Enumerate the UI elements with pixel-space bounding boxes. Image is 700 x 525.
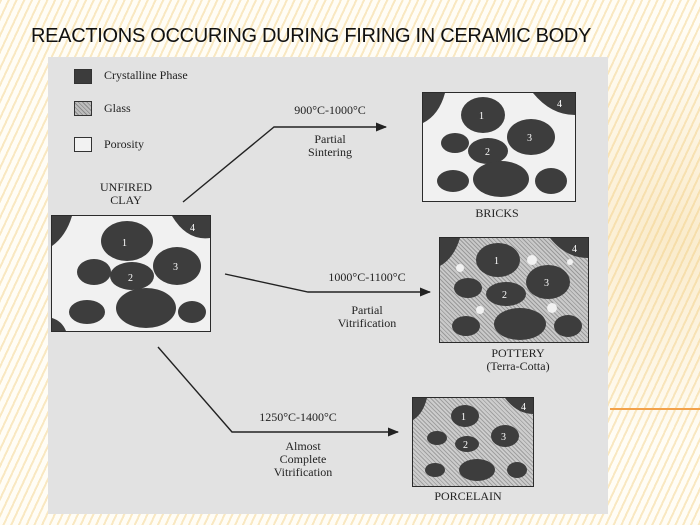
background-glow (600, 0, 700, 525)
grain-number: 3 (501, 432, 506, 443)
pottery-label-line1: POTTERY (491, 346, 545, 360)
porcelain-process-line2: Complete (279, 452, 327, 466)
ceramic-firing-diagram: Crystalline Phase Glass Porosity UNFIRED… (48, 57, 608, 514)
bricks-label: BRICKS (475, 206, 519, 220)
legend-porosity-label: Porosity (104, 137, 145, 151)
grain-number: 3 (527, 133, 532, 144)
porcelain-label: PORCELAIN (434, 489, 502, 503)
grain-number: 1 (122, 238, 127, 249)
process-arrows (157, 122, 432, 437)
porcelain-temperature: 1250°C-1400°C (259, 410, 337, 424)
bricks-process-line2: Sintering (308, 145, 352, 159)
grain-number: 3 (544, 278, 549, 289)
crystalline-swatch (74, 69, 92, 84)
unfired-label-line1: UNFIRED (99, 180, 152, 194)
glass-swatch (74, 101, 92, 116)
unfired-label-line2: CLAY (110, 193, 142, 207)
pottery-temperature: 1000°C-1100°C (328, 270, 406, 284)
grain-number: 1 (494, 256, 499, 267)
porcelain-process-line1: Almost (285, 439, 321, 453)
grain-number: 2 (128, 273, 133, 284)
grain-number: 4 (572, 244, 577, 255)
slide-title: REACTIONS OCCURING DURING FIRING IN CERA… (31, 25, 592, 47)
decorative-rule (610, 408, 700, 410)
bricks-temperature: 900°C-1000°C (294, 103, 366, 117)
grain-number: 2 (485, 147, 490, 158)
grain-number: 2 (502, 290, 507, 301)
porosity-swatch (74, 137, 92, 152)
grain-number: 4 (557, 99, 562, 110)
pottery-label-line2: (Terra-Cotta) (486, 359, 550, 373)
arrow-to-porcelain (157, 346, 400, 437)
bricks-process-line1: Partial (314, 132, 346, 146)
grain-number: 1 (479, 111, 484, 122)
legend-glass-label: Glass (104, 101, 131, 115)
grain-number: 4 (190, 223, 195, 234)
pottery-process-line1: Partial (351, 303, 383, 317)
pottery-process-line2: Vitrification (337, 316, 397, 330)
grain-number: 1 (461, 412, 466, 423)
grain-number: 3 (173, 262, 178, 273)
bricks-micrograph: 1 2 3 4 (422, 92, 576, 202)
porcelain-process-line3: Vitrification (273, 465, 333, 479)
legend-crystalline-label: Crystalline Phase (104, 68, 188, 82)
unfired-clay-micrograph: 1 2 3 4 (51, 215, 211, 332)
grain-number: 2 (463, 440, 468, 451)
pottery-micrograph: 1 2 3 4 (439, 237, 589, 343)
grain-number: 4 (521, 402, 526, 413)
arrow-to-bricks (182, 122, 388, 203)
porcelain-micrograph: 1 2 3 4 (412, 397, 534, 487)
arrow-to-pottery (224, 273, 432, 297)
